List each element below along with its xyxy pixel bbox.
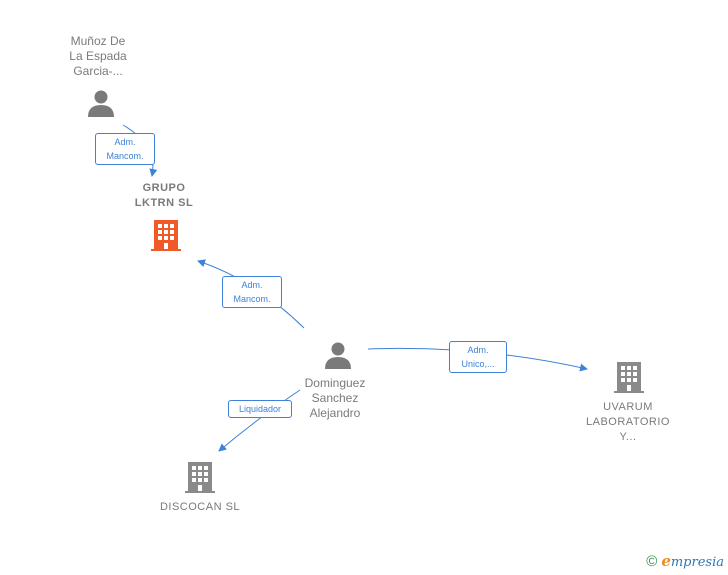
person-icon[interactable] (86, 88, 116, 118)
edge-label-dominguez-discocan[interactable]: Liquidador (228, 400, 292, 418)
person-name-line: Alejandro (309, 406, 361, 420)
brand-logo[interactable]: empresia (661, 552, 724, 572)
edge-label-dominguez-grupo[interactable]: Adm. Mancom. (222, 276, 282, 308)
person-name-line: La Espada (69, 49, 127, 63)
edge-label-line: Adm. (241, 280, 263, 290)
building-icon[interactable] (614, 360, 644, 394)
company-name-line: Y... (619, 431, 637, 443)
edge-dominguez-discocan (218, 389, 301, 452)
person-icon[interactable] (323, 340, 353, 370)
building-icon[interactable] (185, 460, 215, 494)
edge-label-line: Mancom. (106, 151, 144, 161)
brand-name: mpresia (670, 555, 724, 570)
brand-initial: e (661, 552, 671, 570)
edge-label-line: Liquidador (238, 404, 282, 414)
person-name-munoz[interactable]: Muñoz De La Espada Garcia-... (48, 34, 148, 79)
building-icon[interactable] (151, 218, 181, 252)
company-name-line: LKTRN SL (134, 197, 194, 209)
person-name-dominguez[interactable]: Dominguez Sanchez Alejandro (285, 376, 385, 421)
person-name-line: Sanchez (311, 391, 359, 405)
edge-label-line: Unico,... (461, 359, 495, 369)
person-name-line: Dominguez (304, 376, 366, 390)
copyright-icon: © (646, 553, 658, 570)
company-name-line: LABORATORIO (586, 416, 670, 428)
company-name-line: GRUPO (142, 182, 186, 194)
company-name-discocan[interactable]: DISCOCAN SL (145, 500, 255, 515)
company-name-uvarum[interactable]: UVARUM LABORATORIO Y... (573, 400, 683, 445)
edge-label-line: Mancom. (233, 294, 271, 304)
edge-label-line: Adm. (114, 137, 136, 147)
company-name-grupo[interactable]: GRUPO LKTRN SL (114, 181, 214, 211)
footer-brand: © empresia (646, 552, 724, 572)
company-name-line: UVARUM (603, 401, 653, 413)
edge-label-munoz-grupo[interactable]: Adm. Mancom. (95, 133, 155, 165)
person-name-line: Muñoz De (70, 34, 126, 48)
edge-label-dominguez-uvarum[interactable]: Adm. Unico,... (449, 341, 507, 373)
person-name-line: Garcia-... (73, 64, 123, 78)
edge-label-line: Adm. (467, 345, 489, 355)
company-name-line: DISCOCAN SL (159, 501, 241, 513)
